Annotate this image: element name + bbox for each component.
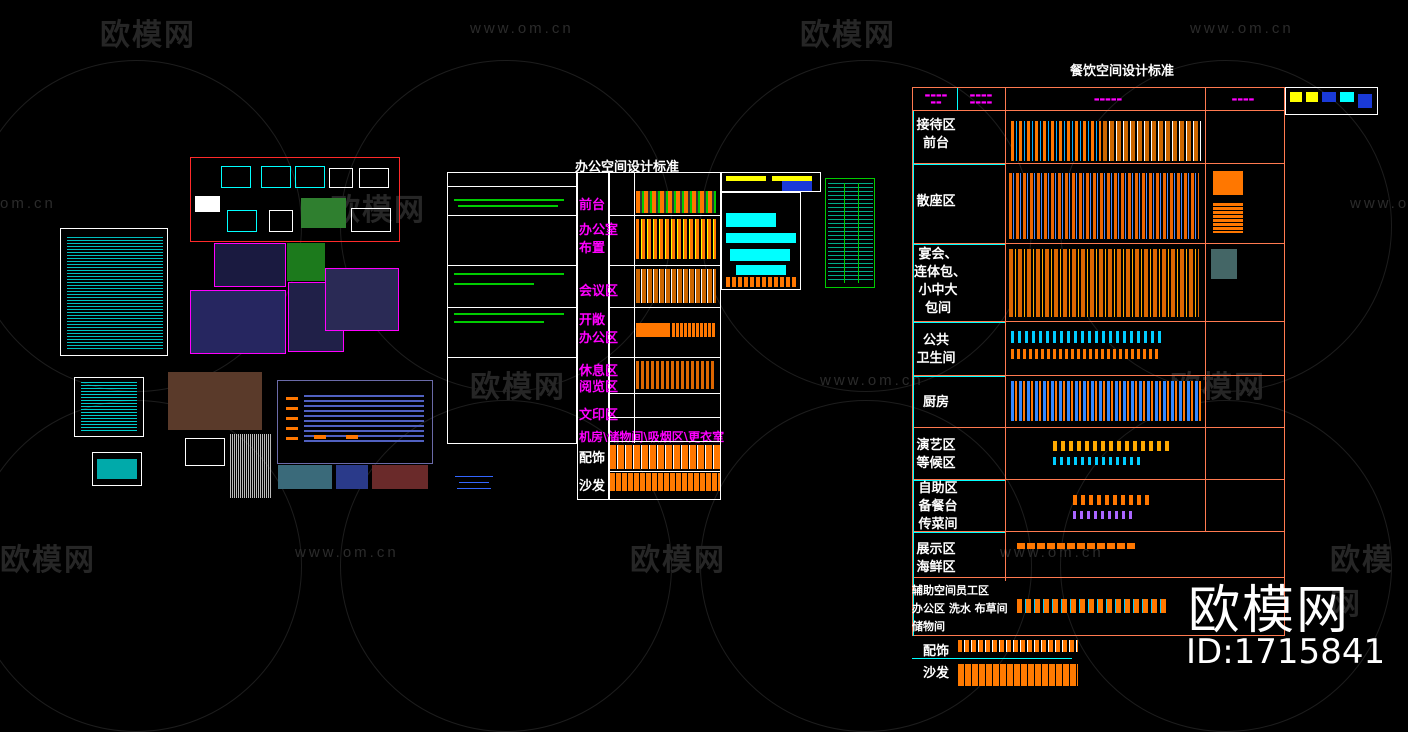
plan-sheet[interactable] (190, 290, 286, 354)
office-row-print[interactable]: 文印区 (579, 408, 619, 423)
dining-header-row: ▬▬▬▬▬▬ ▬▬▬▬▬▬▬▬ ▬▬▬▬▬ ▬▬▬▬ (912, 87, 1285, 111)
office-row-office[interactable]: 办公室 布置 (579, 223, 619, 256)
dining-row-buffet[interactable]: 自助区 备餐台 传菜间 (918, 481, 958, 532)
watermark-brand: 欧模网 (800, 19, 896, 52)
watermark-url: www.om.cn (1350, 195, 1408, 212)
office-chart-table[interactable] (825, 178, 875, 288)
watermark-url: www.om.cn (470, 20, 574, 37)
dining-row-stage[interactable]: 演艺区 等候区 (916, 438, 956, 471)
watermark-brand: 欧模网 (0, 544, 96, 577)
watermark-brand: 欧模网 (630, 544, 726, 577)
watermark-url: www.om.cn (820, 372, 924, 389)
notes-sheet[interactable] (60, 228, 168, 356)
office-furniture-grid[interactable] (721, 192, 801, 290)
legend-sheet[interactable] (74, 377, 144, 437)
dining-row-kitchen[interactable]: 厨房 (922, 395, 949, 410)
office-row-decor[interactable]: 配饰 (579, 451, 606, 466)
decor-strip[interactable] (958, 640, 1078, 652)
office-header-strip (721, 172, 821, 192)
watermark-brand: 欧模网 (1330, 544, 1394, 621)
office-row-open-office[interactable]: 开敞 办公区 (579, 313, 619, 346)
sofa-strip[interactable] (958, 664, 1078, 686)
dining-title: 餐饮空间设计标准 (1070, 64, 1175, 79)
brand-logo-text: 欧模网 (1188, 581, 1351, 641)
elevation-sheet-frame[interactable] (190, 157, 400, 242)
office-row-sofa[interactable]: 沙发 (579, 479, 606, 494)
dining-row-reception[interactable]: 接待区 前台 (916, 118, 956, 151)
dining-row-dining-hall[interactable]: 散座区 (916, 194, 956, 209)
legend-sheet[interactable] (92, 452, 142, 486)
office-title: 办公空间设计标准 (575, 160, 680, 175)
dining-row-auxiliary[interactable]: 辅助空间员工区 办公区 洗水 布草间 储物间 (912, 584, 1008, 633)
photo-thumb[interactable] (372, 465, 428, 489)
office-row-lounge[interactable]: 休息区 阅览区 (579, 364, 619, 395)
plan-sheet[interactable] (325, 268, 399, 331)
office-row-storage[interactable]: 机房\储物间\吸烟区\更衣室 (579, 430, 725, 444)
landscape-sheet[interactable] (287, 243, 325, 281)
photo-sheet[interactable] (168, 372, 262, 430)
watermark-url: om.cn (0, 195, 56, 212)
office-row-meeting[interactable]: 会议区 (579, 284, 619, 299)
photo-thumb[interactable] (336, 465, 368, 489)
dining-grid[interactable] (912, 111, 1285, 636)
watermark-brand: 欧模网 (470, 371, 566, 404)
dining-row-sofa[interactable]: 沙发 (922, 666, 949, 681)
office-detail-bits (455, 470, 495, 500)
specification-sheet[interactable] (277, 380, 433, 464)
office-row-reception[interactable]: 前台 (579, 198, 606, 213)
texture-sheet[interactable] (230, 434, 272, 498)
dining-row-restroom[interactable]: 公共 卫生间 (916, 333, 956, 366)
plan-sheet[interactable] (214, 243, 286, 287)
dining-row-decor[interactable]: 配饰 (922, 644, 949, 659)
dining-divider (912, 658, 1072, 659)
watermark-brand: 欧模网 (100, 19, 196, 52)
dining-swatch[interactable] (1285, 87, 1378, 115)
watermark-url: www.om.cn (295, 544, 399, 561)
dining-row-display[interactable]: 展示区 海鲜区 (916, 542, 956, 575)
watermark-url: www.om.cn (1190, 20, 1294, 37)
office-content-grid[interactable] (609, 172, 721, 500)
photo-thumb[interactable] (278, 465, 332, 489)
office-row-labels (577, 172, 609, 500)
office-notes-block[interactable] (447, 172, 577, 444)
brand-id-label: ID:1715841 (1186, 632, 1386, 672)
dining-row-private-rooms[interactable]: 宴会、 连体包、 小中大 包间 (914, 247, 967, 316)
detail-sheet[interactable] (185, 438, 225, 466)
